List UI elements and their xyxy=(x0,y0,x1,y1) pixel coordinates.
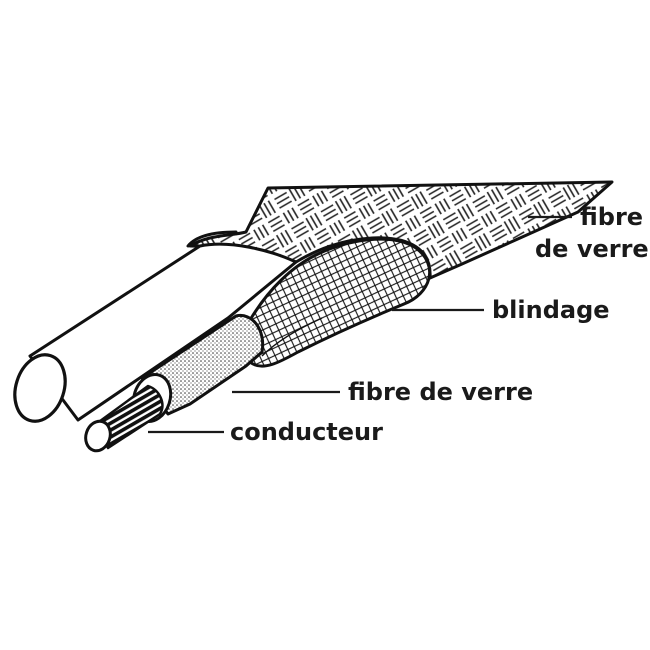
label-conductor: conducteur xyxy=(230,418,383,446)
rod-end-face xyxy=(13,353,67,423)
label-inner-fiberglass: fibre de verre xyxy=(348,378,533,406)
outer-insulation-rod xyxy=(13,242,298,423)
label-outer-fiberglass-line1: fibre xyxy=(580,203,643,231)
shield-braid xyxy=(241,237,432,368)
conductor-end-face xyxy=(84,419,112,453)
label-shield: blindage xyxy=(492,296,610,324)
label-outer-fiberglass-line2: de verre xyxy=(535,235,649,263)
conductor-core xyxy=(84,384,164,453)
